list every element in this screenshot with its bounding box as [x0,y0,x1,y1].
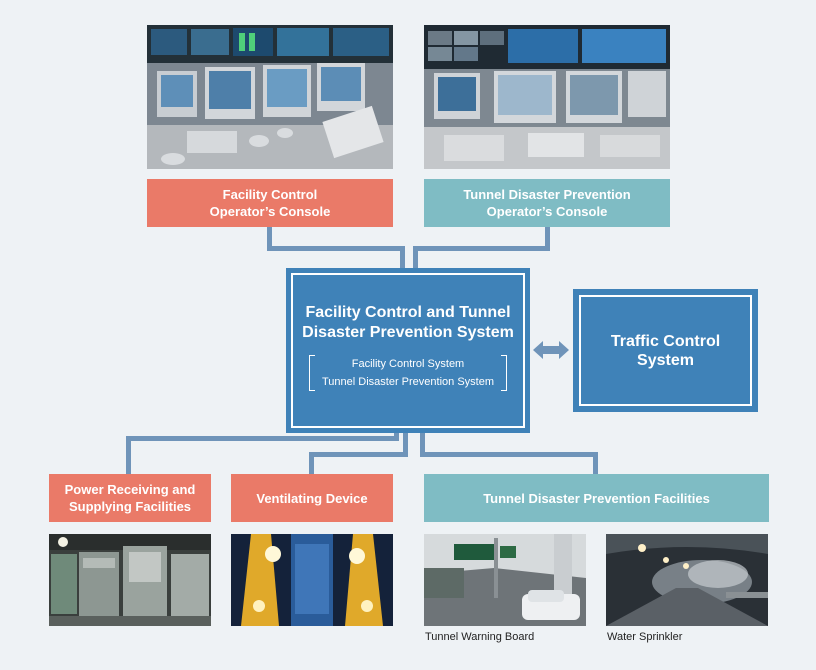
connector [267,246,405,251]
central-subsystems: Facility Control System Tunnel Disaster … [309,355,507,391]
tunnel-warning-board-photo [424,534,586,626]
tunnel-warning-board-caption: Tunnel Warning Board [425,631,535,643]
tunnel-console-photo [424,25,670,169]
connector [593,452,598,474]
connector [309,452,314,474]
connector [420,431,425,457]
central-system-title: Facility Control and Tunnel Disaster Pre… [302,304,514,341]
bidirectional-arrow-icon [533,341,569,359]
connector [420,452,598,457]
central-system-box: Facility Control and Tunnel Disaster Pre… [286,268,530,433]
tunnel-dp-facilities-label: Tunnel Disaster Prevention Facilities [424,474,769,522]
ventilating-device-label: Ventilating Device [231,474,393,522]
connector [309,452,408,457]
facility-console-photo [147,25,393,169]
connector [267,227,272,249]
water-sprinkler-caption: Water Sprinkler [607,631,683,643]
water-sprinkler-photo [606,534,768,626]
connector [413,246,418,270]
connector [545,227,550,249]
connector [400,246,405,270]
connector [126,436,399,441]
power-facilities-photo [49,534,211,626]
connector [126,436,131,474]
ventilating-device-photo [231,534,393,626]
connector [403,431,408,457]
connector [413,246,550,251]
